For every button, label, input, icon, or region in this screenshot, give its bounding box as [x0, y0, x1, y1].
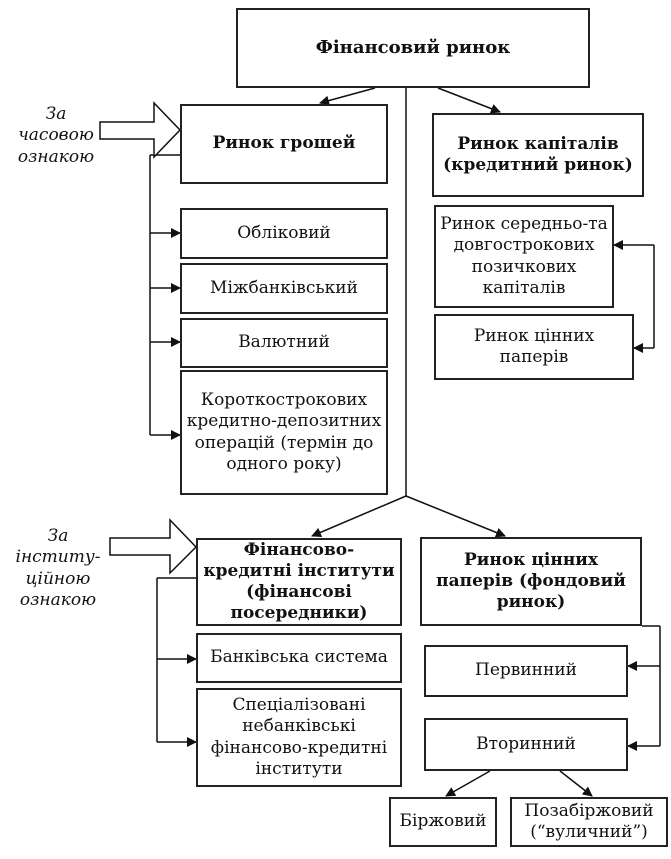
- money-market-box: Ринок грошей: [180, 104, 388, 184]
- interbank-market-label: Міжбанківський: [210, 277, 358, 298]
- financial-market-box: Фінансовий ринок: [236, 8, 590, 88]
- institutional-sign-line-2: інститу-: [15, 547, 101, 568]
- time-sign-arrow: [99, 101, 182, 159]
- secondary-market-label: Вторинний: [476, 733, 576, 754]
- secondary-market-box: Вторинний: [424, 718, 628, 771]
- institutional-sign-line-3: ційною: [25, 568, 91, 589]
- primary-market-label: Первинний: [475, 660, 577, 681]
- loan-capital-market-label: Ринок середньо-та довгострокових позичко…: [440, 214, 608, 298]
- banking-system-label: Банківська система: [210, 647, 388, 668]
- discount-market-label: Обліковий: [237, 222, 331, 243]
- nonbank-institutions-box: Спеціалізовані небанківські фінансово-кр…: [196, 688, 402, 787]
- institutional-sign-arrow: [109, 518, 198, 575]
- currency-market-box: Валютний: [180, 318, 388, 368]
- financial-institutions-title: Фінансово-кредитні інститути (фінансові …: [203, 539, 395, 624]
- discount-market-box: Обліковий: [180, 208, 388, 259]
- securities-market-title: Ринок цінних паперів (фондовий ринок): [436, 549, 626, 613]
- exchange-market-label: Біржовий: [399, 811, 487, 832]
- money-market-title: Ринок грошей: [212, 133, 356, 154]
- capital-market-box: Ринок капіталів (кредитний ринок): [432, 113, 644, 197]
- financial-market-title: Фінансовий ринок: [315, 36, 511, 58]
- primary-market-box: Первинний: [424, 645, 628, 697]
- financial-institutions-box: Фінансово-кредитні інститути (фінансові …: [196, 538, 402, 626]
- interbank-market-box: Міжбанківський: [180, 263, 388, 314]
- otc-market-label: Позабіржовий (“вуличний”): [524, 800, 654, 842]
- time-sign-label: За часовою ознакою: [0, 104, 112, 168]
- time-sign-line-2: часовою: [18, 125, 94, 146]
- capital-securities-market-label: Ринок цінних паперів: [473, 325, 595, 367]
- exchange-market-box: Біржовий: [389, 797, 497, 847]
- capital-market-title: Ринок капіталів (кредитний ринок): [443, 133, 633, 175]
- time-sign-line-3: ознакою: [17, 146, 95, 167]
- loan-capital-market-box: Ринок середньо-та довгострокових позичко…: [434, 205, 614, 308]
- banking-system-box: Банківська система: [196, 633, 402, 683]
- institutional-sign-line-1: За: [47, 526, 69, 546]
- short-term-credit-box: Короткострокових кредитно-депозитних опе…: [180, 370, 388, 495]
- time-sign-line-1: За: [45, 104, 67, 124]
- institutional-sign-label: За інститу- ційною ознакою: [2, 526, 114, 611]
- currency-market-label: Валютний: [238, 332, 330, 353]
- capital-securities-market-box: Ринок цінних паперів: [434, 314, 634, 380]
- securities-market-box: Ринок цінних паперів (фондовий ринок): [420, 537, 642, 626]
- nonbank-institutions-label: Спеціалізовані небанківські фінансово-кр…: [210, 695, 388, 779]
- otc-market-box: Позабіржовий (“вуличний”): [510, 797, 668, 847]
- short-term-credit-label: Короткострокових кредитно-депозитних опе…: [186, 390, 382, 474]
- institutional-sign-line-4: ознакою: [19, 589, 97, 610]
